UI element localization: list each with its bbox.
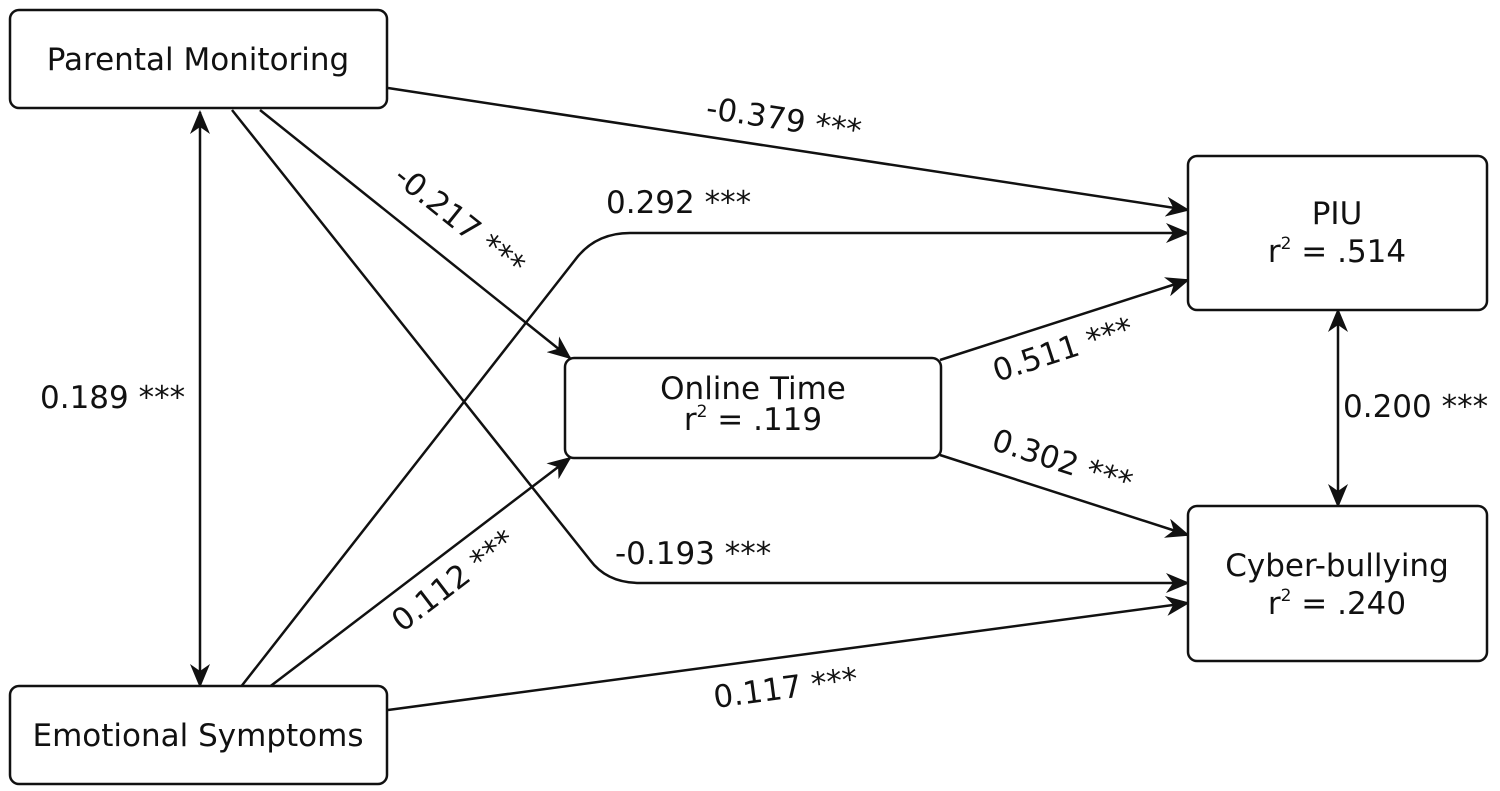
arrow-pm-ot	[259, 109, 572, 360]
arrow-ot-cb	[939, 453, 1190, 538]
arrow-es-cb	[387, 596, 1190, 712]
arrow-ot-piu	[939, 277, 1190, 362]
arrow-es-piu	[239, 223, 1190, 689]
node-cyber-bullying: Cyber-bullying r2 = .240	[1186, 504, 1489, 663]
r-squared: r2 = .514	[1268, 234, 1406, 270]
coef-piu-cb: 0.200 ***	[1343, 389, 1488, 425]
coef-pm-ot: -0.217 ***	[387, 158, 531, 284]
node-online-time: Online Time r2 = .119	[563, 356, 943, 460]
r-squared: r2 = .119	[684, 402, 822, 438]
node-label: Emotional Symptoms	[33, 718, 364, 754]
coef-pm-cb: -0.193 ***	[615, 536, 771, 572]
path-arrows	[190, 86, 1348, 712]
r-squared: r2 = .240	[1268, 586, 1406, 622]
arrow-pm-piu	[387, 86, 1190, 217]
node-label: Parental Monitoring	[47, 42, 349, 78]
coef-es-cb: 0.117 ***	[711, 661, 860, 716]
coef-ot-cb: 0.302 ***	[988, 422, 1137, 501]
node-label: Cyber-bullying	[1225, 548, 1449, 584]
coef-es-ot: 0.112 ***	[385, 523, 522, 640]
coef-ot-piu: 0.511 ***	[988, 311, 1137, 390]
coef-pm-es: 0.189 ***	[40, 380, 185, 416]
arrow-es-ot	[267, 456, 572, 689]
node-label: Online Time	[660, 371, 846, 407]
arrow-pm-cb	[231, 109, 1190, 593]
node-parental-monitoring: Parental Monitoring	[8, 8, 389, 110]
node-piu: PIU r2 = .514	[1186, 154, 1489, 312]
node-label: PIU	[1312, 196, 1363, 232]
coef-es-piu: 0.292 ***	[606, 185, 751, 221]
node-emotional-symptoms: Emotional Symptoms	[8, 684, 389, 786]
